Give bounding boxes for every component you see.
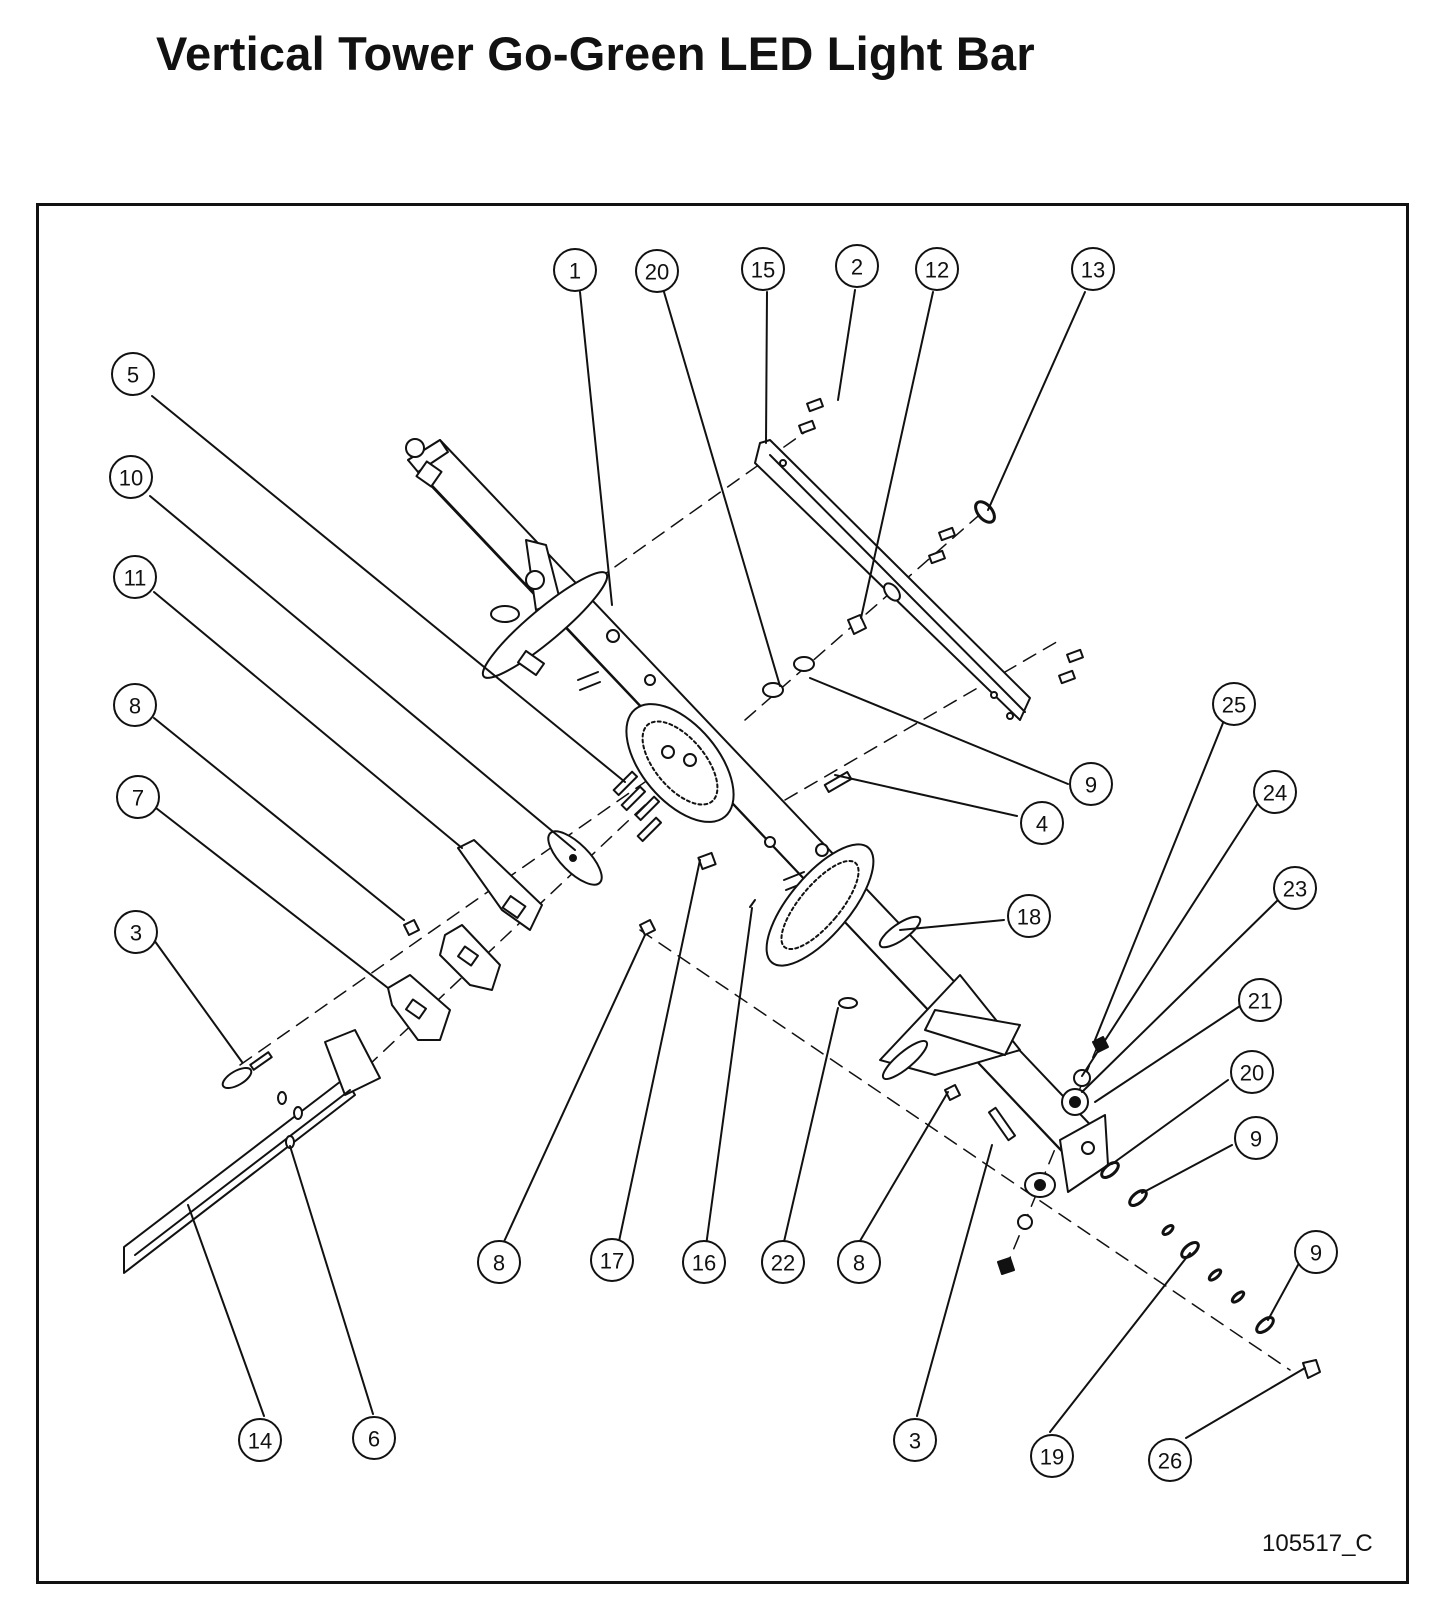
callout-label: 12	[925, 258, 949, 283]
callout-label: 23	[1283, 877, 1307, 902]
callout-label: 24	[1263, 781, 1287, 806]
callout-24	[1253, 770, 1297, 814]
callout-label: 18	[1017, 905, 1041, 930]
callout-14	[238, 1418, 282, 1462]
callout-label: 13	[1081, 258, 1105, 283]
callout-17	[590, 1238, 634, 1282]
plates	[387, 839, 543, 1041]
callout-13	[1071, 247, 1115, 291]
callout-label: 20	[645, 260, 669, 285]
callout-label: 8	[853, 1251, 865, 1276]
callout-label: 6	[368, 1427, 380, 1452]
document-number: 105517_C	[1262, 1530, 1373, 1557]
callout-label: 4	[1036, 812, 1048, 837]
axis-left-upper	[239, 774, 656, 1066]
lower-bracket	[879, 974, 1021, 1081]
callout-label: 26	[1158, 1449, 1182, 1474]
callout-label: 8	[493, 1251, 505, 1276]
callout-label: 20	[1240, 1061, 1264, 1086]
callout-label: 5	[127, 363, 139, 388]
callout-label: 9	[1250, 1127, 1262, 1152]
callout-label: 1	[569, 259, 581, 284]
axis-top-right	[744, 509, 986, 721]
callout-label: 25	[1222, 693, 1246, 718]
page-title: Vertical Tower Go-Green LED Light Bar	[156, 27, 1035, 80]
callout-label: 3	[909, 1429, 921, 1454]
callout-12	[915, 247, 959, 291]
callout-20-lower	[1230, 1050, 1274, 1094]
callout-label: 22	[771, 1251, 795, 1276]
callout-20-upper	[635, 249, 679, 293]
callout-11	[113, 555, 157, 599]
leader-lines	[149, 289, 1306, 1439]
callout-label: 3	[130, 921, 142, 946]
callout-16	[682, 1240, 726, 1284]
callout-9-lower-b	[1294, 1230, 1338, 1274]
callout-label: 10	[119, 466, 143, 491]
light-bar	[123, 1029, 381, 1274]
callout-label: 17	[600, 1249, 624, 1274]
callout-6	[352, 1416, 396, 1460]
callout-3-left	[114, 910, 158, 954]
callout-label: 9	[1310, 1241, 1322, 1266]
callout-4	[1020, 801, 1064, 845]
upper-flange	[481, 539, 609, 679]
axis-center	[639, 929, 1291, 1371]
callout-5	[111, 352, 155, 396]
callout-label: 21	[1248, 989, 1272, 1014]
callout-label: 2	[851, 255, 863, 280]
callout-label: 11	[124, 566, 147, 591]
callout-2	[835, 244, 879, 288]
callout-label: 19	[1040, 1445, 1064, 1470]
callout-23	[1273, 866, 1317, 910]
callout-26	[1148, 1438, 1192, 1482]
axis-mid-right	[784, 639, 1061, 801]
callout-label: 14	[248, 1429, 272, 1454]
callout-label: 15	[751, 258, 775, 283]
mount-bar	[754, 439, 1031, 721]
callout-9-mid	[1069, 762, 1113, 806]
tower-tube	[405, 438, 1109, 1193]
diagram-frame	[36, 203, 1409, 1584]
callout-9-lower-a	[1234, 1116, 1278, 1160]
assembly-axes	[239, 424, 1291, 1371]
lower-flange	[765, 843, 875, 967]
callout-3-right	[893, 1418, 937, 1462]
rotator-screws	[612, 770, 663, 843]
callout-21	[1238, 978, 1282, 1022]
callout-22	[761, 1240, 805, 1284]
callout-15	[741, 247, 785, 291]
callout-8-right	[837, 1240, 881, 1284]
callout-label: 16	[692, 1251, 716, 1276]
small-hardware	[221, 397, 1321, 1379]
callout-8-left	[113, 683, 157, 727]
callout-19	[1030, 1434, 1074, 1478]
callout-label: 8	[129, 694, 141, 719]
callout-10	[109, 455, 153, 499]
callout-8-center	[477, 1240, 521, 1284]
callout-1	[553, 248, 597, 292]
callout-18	[1007, 894, 1051, 938]
callout-label: 9	[1085, 773, 1097, 798]
callout-25	[1212, 682, 1256, 726]
rotator-disc	[625, 703, 735, 823]
callout-label: 7	[132, 786, 144, 811]
callout-7	[116, 775, 160, 819]
